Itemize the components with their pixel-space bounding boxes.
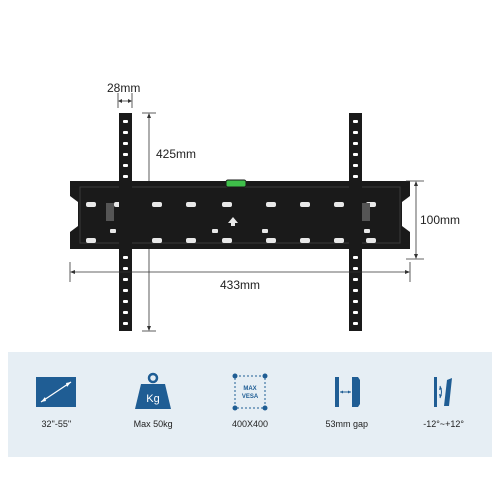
feature-vesa: MAX VESA 400X400	[205, 352, 295, 457]
plate-height-label: 100mm	[420, 213, 460, 227]
wall-plate	[70, 179, 410, 249]
feature-label: 32''-55''	[41, 419, 72, 429]
feature-label: -12°~+12°	[423, 419, 464, 429]
dimension-bracket-width: 28mm	[107, 81, 140, 108]
feature-max-weight: Kg Max 50kg	[108, 352, 198, 457]
left-bracket-arm	[119, 113, 132, 331]
dimension-plate-height: 100mm	[406, 180, 460, 260]
wall-gap-icon	[334, 377, 360, 407]
feature-label: 53mm gap	[325, 419, 369, 429]
tv-screen-icon	[36, 377, 77, 407]
vesa-icon-text-top: MAX	[243, 386, 256, 392]
bracket-diagram: 28mm 425mm	[69, 81, 460, 332]
weight-icon: Kg	[135, 372, 172, 409]
feature-bar: 32''-55'' Kg Max 50kg MAX VESA 400X400	[8, 352, 492, 457]
dimension-plate-width: 433mm	[69, 262, 411, 292]
feature-wall-gap: 53mm gap	[302, 352, 392, 457]
feature-label: 400X400	[231, 419, 268, 429]
feature-label: Max 50kg	[133, 419, 173, 429]
bracket-width-label: 28mm	[107, 81, 140, 95]
right-bracket-arm	[349, 113, 362, 331]
arm-length-label: 425mm	[156, 147, 196, 161]
feature-tilt: -12°~+12°	[399, 352, 489, 457]
vesa-icon: MAX VESA	[232, 373, 268, 411]
feature-tv-size: 32''-55''	[11, 352, 101, 457]
weight-icon-text: Kg	[146, 393, 159, 405]
vesa-icon-text-bottom: VESA	[242, 394, 259, 400]
tilt-icon	[433, 377, 452, 407]
plate-width-label: 433mm	[220, 278, 260, 292]
bubble-level	[225, 179, 247, 188]
